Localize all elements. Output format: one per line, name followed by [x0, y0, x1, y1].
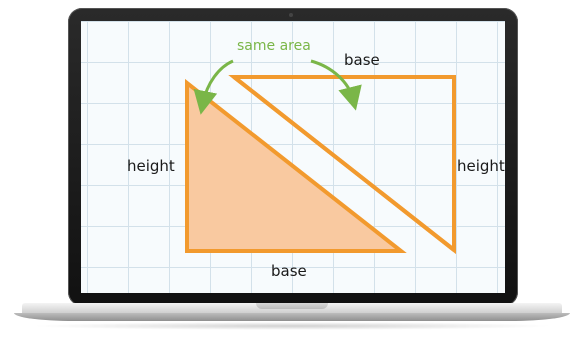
laptop-lid: same area height base height base: [68, 8, 518, 306]
camera-icon: [289, 13, 293, 17]
right-base-label: base: [344, 51, 380, 69]
laptop-screen: same area height base height base: [81, 21, 505, 293]
left-curved-arrow: [193, 59, 234, 115]
same-area-label: same area: [237, 38, 311, 54]
laptop-base-notch: [256, 303, 328, 309]
right-height-label: height: [457, 157, 505, 175]
area-diagram: [185, 59, 456, 255]
right-curved-arrow: [310, 59, 362, 111]
left-triangle: [185, 78, 407, 253]
right-rectangle-diagonal: [232, 75, 456, 252]
left-base-label: base: [271, 262, 307, 280]
left-height-label: height: [127, 157, 175, 175]
laptop-base-bottom: [14, 313, 570, 321]
laptop-shadow: [30, 322, 554, 330]
